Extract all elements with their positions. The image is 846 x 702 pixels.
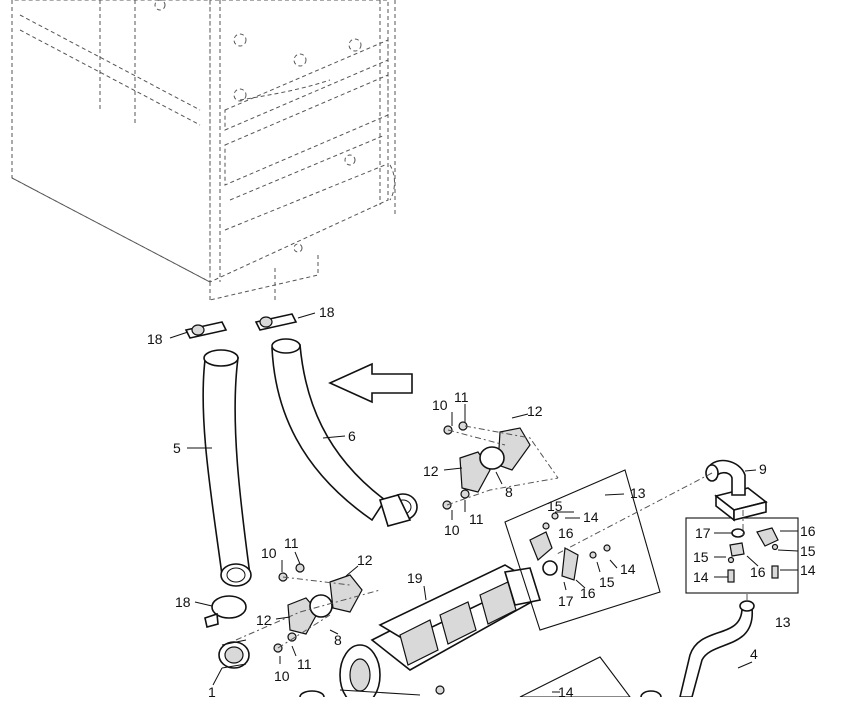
hollow-left-arrow-icon <box>328 362 413 404</box>
callout-16-center-low: 16 <box>580 585 596 601</box>
callout-18-upper-right: 18 <box>319 304 335 320</box>
callout-15-right-left: 15 <box>693 549 709 565</box>
callout-18-lower: 18 <box>175 594 191 610</box>
callout-10-lower: 10 <box>274 668 290 684</box>
callout-14-right-left: 14 <box>693 569 709 585</box>
callout-15-center: 15 <box>547 498 563 514</box>
callout-12-lower-left: 12 <box>256 612 272 628</box>
callout-15-right-right: 15 <box>800 543 816 559</box>
detail-box-13-right <box>685 487 799 594</box>
callout-11-upper: 11 <box>454 389 469 405</box>
callout-10-upper: 10 <box>432 397 448 413</box>
hose-clamp-18-lower <box>204 595 247 628</box>
pump-assembly-19 <box>339 564 542 702</box>
callout-13-right: 13 <box>775 614 791 630</box>
leader-lines <box>169 312 799 693</box>
callout-5: 5 <box>173 440 181 456</box>
callout-19: 19 <box>407 570 423 586</box>
flange-group-lower <box>235 563 381 653</box>
callout-14-bottom: 14 <box>558 684 574 697</box>
line-4 <box>678 592 755 698</box>
callout-12-upper-left: 12 <box>423 463 439 479</box>
callout-11-lower: 11 <box>297 656 312 672</box>
callout-14-center-top: 14 <box>583 509 599 525</box>
callout-17-center: 17 <box>558 593 574 609</box>
callout-8-upper: 8 <box>505 484 513 500</box>
callout-15-center-low: 15 <box>599 574 615 590</box>
callout-16-center: 16 <box>558 525 574 541</box>
reservoir-enclosure-phantom <box>11 0 396 301</box>
callout-12-upper-right: 12 <box>527 403 543 419</box>
hose-clamp-18-right <box>254 313 298 331</box>
callout-6: 6 <box>348 428 356 444</box>
hose-5 <box>202 349 252 587</box>
fitting-1 <box>218 639 250 669</box>
callout-10-lower-top: 10 <box>261 545 277 561</box>
hose-clamp-18-left <box>184 321 228 339</box>
callout-12-lower-right: 12 <box>357 552 373 568</box>
callout-13-center: 13 <box>630 485 646 501</box>
callout-11-lower-top: 11 <box>284 535 299 551</box>
callout-11-mid: 11 <box>469 511 484 527</box>
callout-18-upper-left: 18 <box>147 331 163 347</box>
hose-6 <box>271 338 418 527</box>
callout-8-lower: 8 <box>334 632 342 648</box>
callout-1: 1 <box>208 684 216 697</box>
callout-16-right-top: 16 <box>800 523 816 539</box>
callout-4: 4 <box>750 646 758 662</box>
detail-box-13-center <box>504 469 661 631</box>
flange-group-upper <box>442 421 559 510</box>
callout-14-center-low: 14 <box>620 561 636 577</box>
callout-14-right-right: 14 <box>800 562 816 578</box>
callout-9: 9 <box>759 461 767 477</box>
callout-17-right: 17 <box>695 525 711 541</box>
callout-labels: 18 18 5 6 10 11 12 12 8 10 11 13 9 15 14… <box>147 304 816 700</box>
tube-9 <box>554 459 746 556</box>
callout-10-mid: 10 <box>444 522 460 538</box>
callout-16-right-low: 16 <box>750 564 766 580</box>
